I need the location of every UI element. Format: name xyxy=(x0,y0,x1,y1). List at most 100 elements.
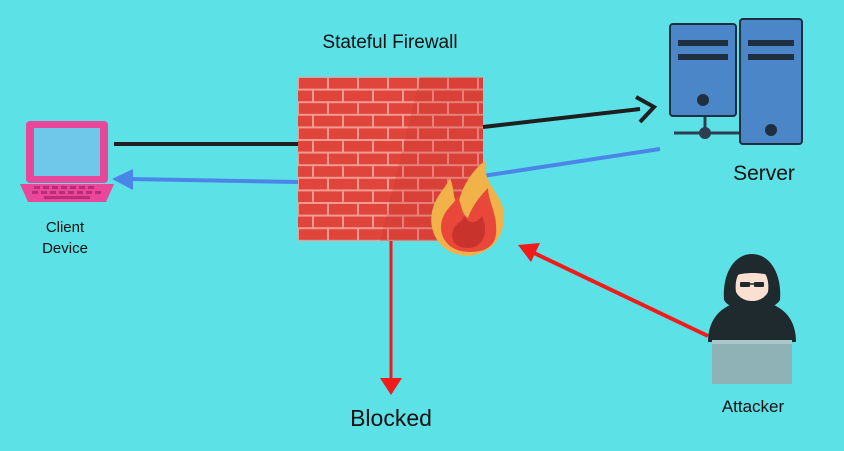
brick xyxy=(404,216,432,228)
brick xyxy=(449,103,477,114)
brick xyxy=(299,204,327,215)
server-request-arrow xyxy=(482,95,658,129)
brick xyxy=(299,229,327,240)
brick xyxy=(479,128,483,139)
brick xyxy=(344,115,372,127)
brick xyxy=(404,166,432,177)
server-response-line xyxy=(482,147,661,178)
brick xyxy=(449,178,477,190)
brick xyxy=(359,128,387,139)
brick xyxy=(359,78,387,89)
brick xyxy=(329,153,357,165)
brick xyxy=(329,103,357,114)
client-response-arrow xyxy=(112,169,299,190)
brick xyxy=(479,103,483,114)
brick xyxy=(419,229,447,240)
brick xyxy=(314,191,342,202)
brick xyxy=(299,103,327,114)
brick xyxy=(344,90,372,102)
brick xyxy=(374,166,402,177)
brick xyxy=(434,141,462,152)
brick xyxy=(299,153,327,165)
brick xyxy=(404,191,432,202)
brick xyxy=(434,166,462,177)
brick xyxy=(464,115,483,127)
brick xyxy=(434,115,462,127)
client-label-line1: Client xyxy=(45,219,85,236)
brick xyxy=(284,242,312,253)
brick xyxy=(314,115,342,127)
brick xyxy=(344,242,372,253)
brick xyxy=(404,115,432,127)
brick xyxy=(329,78,357,89)
attacker-label: Attacker xyxy=(721,397,785,416)
brick xyxy=(374,115,402,127)
brick xyxy=(419,103,447,114)
brick xyxy=(344,191,372,202)
flame-icon xyxy=(431,160,504,256)
brick xyxy=(299,128,327,139)
brick xyxy=(299,178,327,190)
brick xyxy=(298,90,312,102)
brick xyxy=(374,191,402,202)
blocked-label: Blocked xyxy=(350,405,432,431)
brick xyxy=(419,178,447,190)
brick xyxy=(314,141,342,152)
brick-wall-icon xyxy=(284,77,483,253)
brick xyxy=(404,242,432,253)
brick xyxy=(298,191,312,202)
brick xyxy=(299,78,327,89)
brick xyxy=(464,166,483,177)
brick xyxy=(419,153,447,165)
brick xyxy=(389,153,417,165)
brick xyxy=(359,103,387,114)
brick xyxy=(329,128,357,139)
attacker-arrow xyxy=(518,243,709,338)
brick xyxy=(359,178,387,190)
server-tower-icon xyxy=(669,18,803,145)
brick xyxy=(389,103,417,114)
brick xyxy=(449,153,477,165)
brick xyxy=(389,204,417,215)
brick xyxy=(329,204,357,215)
client-label-line2: Device xyxy=(42,240,88,257)
brick xyxy=(344,216,372,228)
brick xyxy=(464,141,483,152)
brick xyxy=(314,90,342,102)
brick xyxy=(389,178,417,190)
brick xyxy=(344,166,372,177)
brick xyxy=(314,166,342,177)
brick xyxy=(449,78,477,89)
brick xyxy=(359,204,387,215)
brick xyxy=(389,78,417,89)
brick xyxy=(449,128,477,139)
brick xyxy=(329,178,357,190)
brick xyxy=(298,166,312,177)
brick xyxy=(404,90,432,102)
brick xyxy=(389,229,417,240)
brick xyxy=(314,216,342,228)
brick xyxy=(298,115,312,127)
brick xyxy=(419,128,447,139)
brick xyxy=(434,90,462,102)
blocked-arrow xyxy=(380,241,402,395)
brick xyxy=(389,128,417,139)
diagram-title: Stateful Firewall xyxy=(322,32,458,53)
brick xyxy=(374,216,402,228)
brick xyxy=(329,229,357,240)
brick xyxy=(298,141,312,152)
laptop-icon xyxy=(20,121,114,202)
brick xyxy=(419,78,447,89)
brick xyxy=(479,78,483,89)
brick xyxy=(359,153,387,165)
brick xyxy=(374,242,402,253)
brick xyxy=(344,141,372,152)
brick xyxy=(464,90,483,102)
brick xyxy=(298,216,312,228)
brick xyxy=(374,90,402,102)
server-label: Server xyxy=(733,162,795,185)
brick xyxy=(374,141,402,152)
brick xyxy=(404,141,432,152)
brick xyxy=(314,242,342,253)
